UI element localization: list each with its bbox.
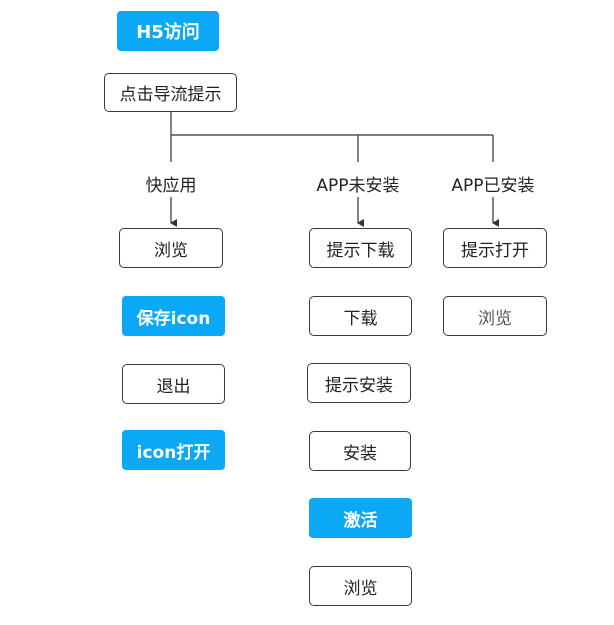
step-label: 提示下载: [326, 240, 395, 261]
step-label: 浏览: [343, 578, 378, 599]
branch-label-uninstalled: APP未安装: [316, 176, 400, 196]
step-node: 提示安装: [307, 363, 411, 403]
step-label: 提示安装: [325, 375, 393, 396]
step-node: 安装: [309, 431, 411, 471]
step-label: 浏览: [154, 240, 188, 261]
prompt-node: 点击导流提示: [104, 73, 237, 112]
step-node: 浏览: [119, 228, 223, 268]
step-label: 提示打开: [461, 240, 529, 261]
root-node-label: H5访问: [136, 22, 200, 43]
branch-label-kuai: 快应用: [145, 176, 197, 196]
root-node: H5访问: [117, 11, 219, 51]
step-node-highlight: 保存icon: [122, 296, 225, 336]
step-node: 浏览: [309, 566, 412, 606]
step-label: 保存icon: [136, 308, 211, 329]
step-node: 浏览: [443, 296, 547, 336]
step-node: 提示打开: [443, 228, 547, 268]
step-node: 退出: [122, 364, 225, 404]
step-label: 安装: [343, 443, 377, 464]
step-label: 激活: [343, 510, 378, 531]
step-node: 提示下载: [309, 228, 412, 268]
prompt-node-label: 点击导流提示: [119, 85, 222, 105]
branch-label-installed: APP已安装: [451, 176, 535, 196]
step-label: 下载: [343, 308, 378, 329]
step-label: 浏览: [478, 308, 512, 329]
step-label: 退出: [156, 376, 191, 397]
step-node-highlight: icon打开: [122, 430, 225, 470]
step-node-highlight: 激活: [309, 498, 412, 538]
step-node: 下载: [309, 296, 412, 336]
step-label: icon打开: [136, 442, 211, 463]
